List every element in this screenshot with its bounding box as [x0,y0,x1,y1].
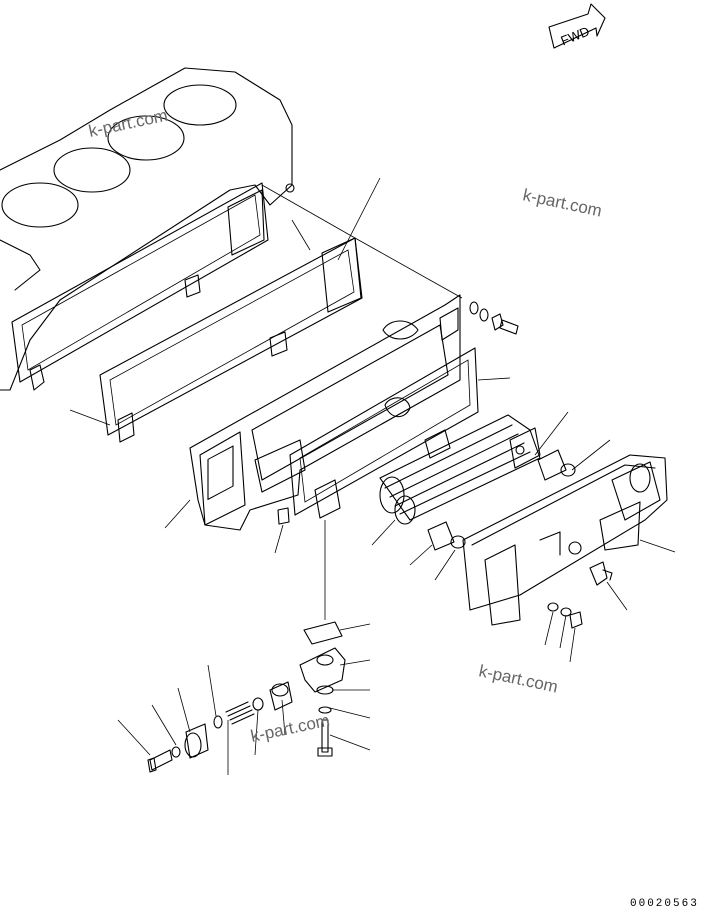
oil-cooler-element [379,414,541,525]
engine-block [0,67,295,391]
oil-cooler-cover [462,454,668,626]
gasket-long [99,237,363,443]
watermark-4: k-part.com [249,711,331,746]
elbow-fitting [589,561,613,586]
valve-parts-chain [147,681,293,773]
watermark-2: k-part.com [521,185,603,220]
watermark-3: k-part.com [477,661,559,696]
forward-label: FWD [558,23,591,48]
washer-and-plug [547,602,583,629]
drawing-number: 00020563 [630,898,699,910]
gasket-middle [289,347,479,519]
small-gaskets [427,449,576,551]
forward-direction-arrow: FWD [548,3,606,49]
bolt-and-washers-top [469,301,519,335]
oil-cooler-case [189,294,461,531]
bypass-valve-assembly [299,621,346,757]
leader-lines [69,177,676,775]
drain-plug [277,507,290,525]
watermark-1: k-part.com [87,106,169,141]
